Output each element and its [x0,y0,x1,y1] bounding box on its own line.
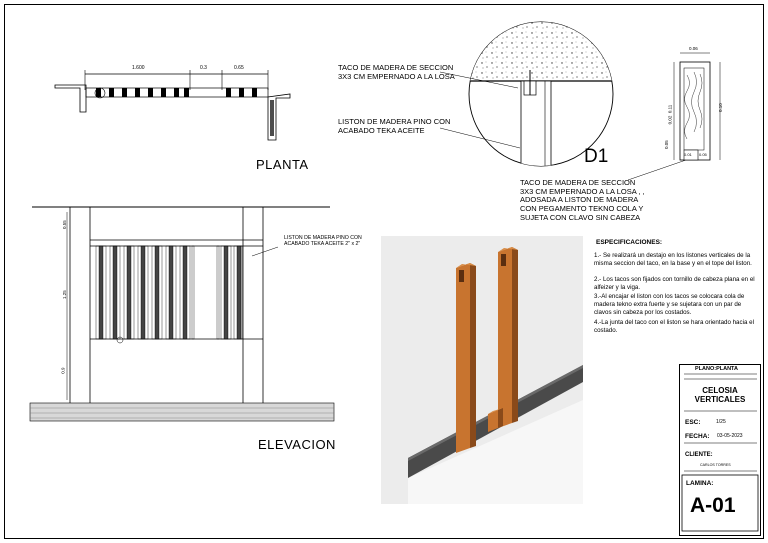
spec-item-2: 2.- Los tacos son fijados con tornillo d… [594,276,755,291]
plan-dim-1: 1.600 [132,65,145,71]
tb-esc-label: ESC: [685,419,701,426]
tb-plan-label: PLANO:PLANTA [695,366,738,372]
plan-dim-2: 0.3 [200,65,207,71]
section-dim-base-b: 0.05 [699,152,707,157]
tb-lamina-label: LAMINA: [686,480,714,487]
tb-fecha-value: 03-05-2023 [717,433,743,439]
drawing-sheet-border [4,4,764,539]
elevation-view-title: ELEVACION [258,437,336,452]
spec-item-1: 1.- Se realizará un destajo en los listo… [594,252,752,267]
title-block [679,364,761,536]
detail-note-taco-losa: TACO DE MADERA DE SECCION 3X3 CM EMPERNA… [338,63,455,81]
detail-note-taco-adosada: TACO DE MADERA DE SECCION 3X3 CM EMPERNA… [520,178,645,222]
spec-item-4: 4.-La junta del taco con el liston se ha… [594,319,754,334]
tb-fecha-label: FECHA: [685,433,710,440]
section-dim-top: 0.06 [689,46,698,51]
spec-item-3: 3.-Al encajar el liston con los tacos se… [594,293,745,316]
tb-cliente-label: CLIENTE: [685,452,713,458]
tb-drawing-name: CELOSIA VERTICALES [694,386,746,405]
detail-d1-title: D1 [584,146,609,167]
section-dim-base-a: 0.01 [684,152,692,157]
tb-cliente-value: CARLOS TORRES [700,463,731,467]
tb-lamina-value: A-01 [690,494,736,517]
elevation-note-liston: LISTON DE MADERA PINO CON ACABADO TEKA A… [284,235,362,247]
plan-view-title: PLANTA [256,157,309,172]
detail-note-liston-pino: LISTON DE MADERA PINO CON ACABADO TEKA A… [338,117,451,135]
tb-esc-value: 1/25 [716,419,726,425]
specs-title: ESPECIFICACIONES: [596,239,663,246]
plan-dim-3: 0.65 [234,65,244,71]
